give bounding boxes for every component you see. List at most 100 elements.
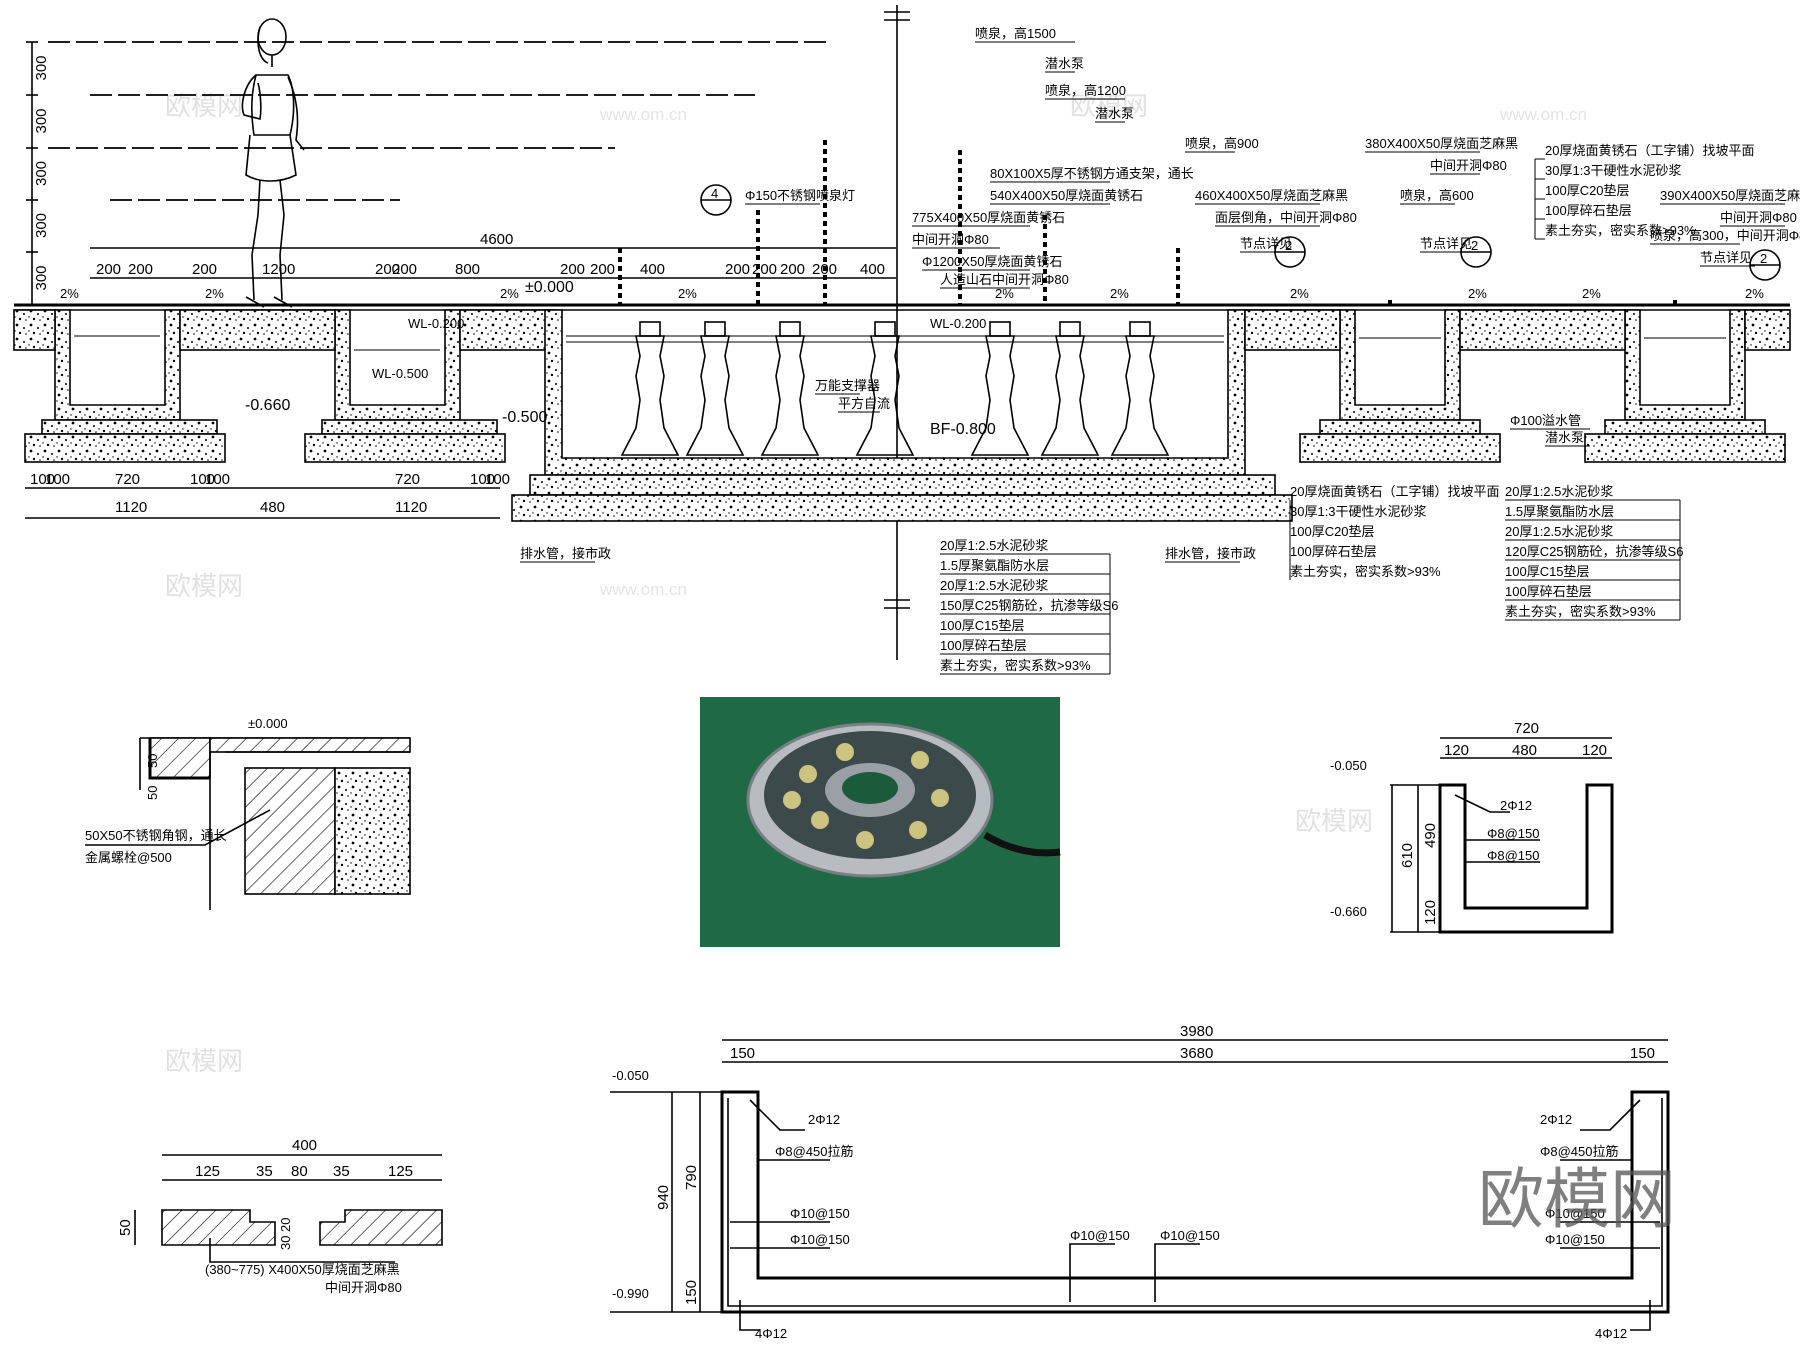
watermark: 欧模网 [165,91,243,121]
top-dim: 200 [752,261,777,278]
dim-text: 3680 [1180,1045,1213,1062]
layer-label: 100厚C20垫层 [1290,524,1375,539]
callout-label: 460X400X50厚烧面芝麻黑 [1195,188,1348,203]
elev-label: -0.050 [1330,758,1367,773]
callout-label: 面层倒角，中间开洞Φ80 [1215,210,1357,225]
layer-label: 100厚碎石垫层 [1545,203,1632,218]
top-dim: 200 [590,261,615,278]
bottom-dim: 100 [45,471,70,488]
pedestal-support [760,335,820,456]
bottom-dim: 1120 [115,499,147,516]
top-dim: 800 [455,261,480,278]
layer-label: 20厚1:2.5水泥砂浆 [1505,524,1613,539]
edge-detail: ±0.000 50 50 50X50不锈钢角钢，通长 金属螺栓@500 [85,716,411,910]
layer-label: 100厚C20垫层 [1545,183,1630,198]
callout-label: 540X400X50厚烧面黄锈石 [990,188,1143,203]
watermark: www.om.cn [599,105,687,124]
elev-label: -0.500 [502,409,547,426]
dim-text: 940 [655,1185,672,1210]
detail-marker: 4 [711,186,718,201]
dim-text: 120 [1422,900,1439,925]
wl-label: WL-0.200 [930,316,986,331]
rebar-label: Φ10@150 [1070,1228,1130,1243]
callout-label: 节点详见 [1420,236,1472,251]
slope-label: 2% [1745,286,1764,301]
rebar-label: Φ10@150 [1545,1206,1605,1221]
dim-text: 35 [256,1163,273,1180]
slab-label: (380~775) X400X50厚烧面芝麻黑 [205,1262,400,1277]
dim-text: 150 [1630,1045,1655,1062]
watermark: 欧模网 [165,571,243,601]
top-dim: 200 [96,261,121,278]
top-dim: 400 [640,261,665,278]
callout-label: 中间开洞Φ80 [912,232,989,247]
slope-label: 2% [205,286,224,301]
detail-marker: 2 [1471,238,1478,253]
pedestal-support [970,335,1030,456]
elev-label: -0.990 [612,1286,649,1301]
bottom-dim: 100 [30,471,55,488]
callout-label: 喷泉，高900 [1185,136,1259,151]
callout-label: 排水管，接市政 [520,546,611,561]
top-dim: 400 [860,261,885,278]
layer-label: 20厚1:2.5水泥砂浆 [940,578,1048,593]
callout-label: Φ100溢水管 [1510,413,1581,428]
top-dim: 200 [375,261,400,278]
layer-label: 素土夯实，密实系数>93% [1290,564,1441,579]
slab-detail: 400 125 35 80 35 125 50 20 30 (380~775) … [117,1137,443,1295]
top-dim: 200 [560,261,585,278]
height-dim: 300 [33,108,50,133]
layer-label: 素土夯实，密实系数>93% [1545,223,1696,238]
slope-label: 2% [1290,286,1309,301]
dim-text: 20 [278,1218,293,1232]
product-photo [700,697,1061,947]
rebar-label: 2Φ12 [1540,1112,1572,1127]
pedestal-support [1110,335,1170,456]
layer-label: 20厚烧面黄锈石（工字铺）找坡平面 [1545,143,1754,158]
layer-label: 1.5厚聚氨酯防水层 [1505,504,1614,519]
dim-text: 150 [730,1045,755,1062]
rebar-label: Φ10@150 [1545,1232,1605,1247]
top-dim: 200 [780,261,805,278]
rebar-label: 4Φ12 [1595,1326,1627,1341]
dim-text: 490 [1422,823,1439,848]
detail-label: 金属螺栓@500 [85,850,172,865]
callout-label: 80X100X5厚不锈钢方通支架，通长 [990,166,1194,181]
slope-label: 2% [60,286,79,301]
height-dim: 300 [33,161,50,186]
watermark: www.om.cn [1499,105,1587,124]
pool-detail: 3980 3680 150 150 -0.050 -0.990 940 790 … [610,1023,1670,1341]
rebar-label: 2Φ12 [1500,798,1532,813]
rebar-label: Φ8@450拉筋 [1540,1144,1619,1159]
callout-label: 中间开洞Φ80 [1430,158,1507,173]
slope-label: 2% [1582,286,1601,301]
top-dim: 1200 [262,261,295,278]
callout-label: 节点详见 [1700,250,1752,265]
height-dim: 300 [33,265,50,290]
watermark: 欧模网 [1070,91,1148,121]
dim-text: 150 [683,1280,700,1305]
slope-label: 2% [1110,286,1129,301]
dim-text: 125 [195,1163,220,1180]
callout-label: 人造山石中间开洞Φ80 [940,272,1069,287]
layer-label: 30厚1:3干硬性水泥砂浆 [1290,504,1427,519]
callout-label: 喷泉，高1200 [1045,83,1126,98]
detail-marker: 2 [1285,238,1292,253]
callout-label: Φ1200X50厚烧面黄锈石 [922,254,1062,269]
layer-label: 100厚碎石垫层 [1290,544,1377,559]
layer-label: 30厚1:3干硬性水泥砂浆 [1545,163,1682,178]
dim-text: 50 [117,1219,134,1236]
layer-label: 100厚碎石垫层 [940,638,1027,653]
elev-label: -0.660 [245,397,290,414]
callout-label: 中间开洞Φ80 [1720,210,1797,225]
watermark: 欧模网 [165,1046,243,1076]
callout-label: 380X400X50厚烧面芝麻黑 [1365,136,1518,151]
layer-label: 100厚C15垫层 [940,618,1025,633]
layer-label: 20厚烧面黄锈石（工字铺）找坡平面 [1290,484,1499,499]
top-dim: 200 [392,261,417,278]
slope-label: 2% [995,286,1014,301]
dim-text: 120 [1444,742,1469,759]
elev-zero: ±0.000 [525,279,574,296]
